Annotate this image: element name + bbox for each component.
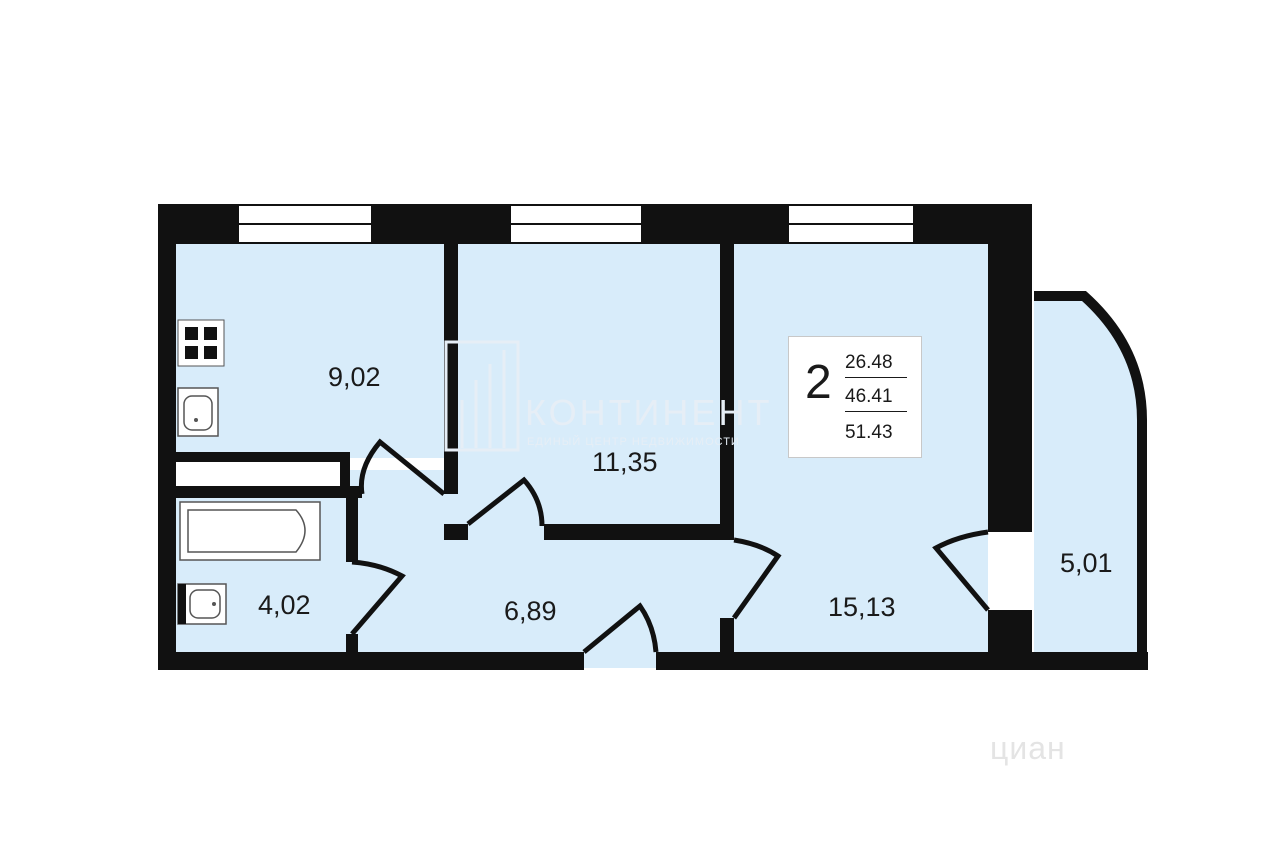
bathtub-icon [179, 501, 321, 561]
wall-top-2 [372, 204, 510, 244]
room-area-balcony: 5,01 [1060, 548, 1113, 578]
floor-entrance [584, 652, 656, 668]
wall-bathroom-side [346, 498, 358, 562]
agency-watermark: КОНТИНЕНТ [525, 392, 773, 433]
wall-kitchen-bedroom-stub [444, 524, 468, 540]
total-area: 46.41 [845, 386, 893, 407]
bathroom-sink-icon [177, 583, 227, 625]
balcony-wall [1034, 291, 1147, 656]
doors [350, 438, 990, 654]
wall-bedroom-bottom [544, 524, 734, 540]
door-living-room[interactable] [731, 537, 782, 620]
wall-right-outer [988, 204, 1032, 532]
wall-kitchen-bottom [176, 452, 350, 462]
wall-bottom-left [158, 652, 584, 670]
site-watermark: циан [990, 730, 1066, 766]
wall-storage-side [340, 452, 350, 498]
floor-balcony [1034, 300, 1138, 654]
windows [237, 204, 915, 244]
room-area-bathroom: 4,02 [258, 590, 311, 620]
summary-divider [845, 377, 907, 378]
apartment-summary: 2 26.48 46.41 51.43 [788, 336, 922, 458]
wall-storage-bottom [176, 486, 362, 498]
wall-living-stub [720, 618, 734, 654]
total-area-with-balcony: 51.43 [845, 422, 893, 443]
stove-icon [177, 319, 225, 367]
room-area-living-room: 15,13 [828, 592, 896, 622]
wall-bathroom-side-low [346, 634, 358, 654]
wall-right-lower [988, 610, 1032, 654]
kitchen-sink-icon [177, 387, 219, 437]
door-kitchen[interactable] [358, 438, 446, 496]
walls [158, 204, 1148, 670]
door-entrance[interactable] [582, 602, 659, 654]
door-bathroom[interactable] [350, 559, 406, 636]
room-area-kitchen: 9,02 [328, 362, 381, 392]
agency-watermark-subtitle: ЕДИНЫЙ ЦЕНТР НЕДВИЖИМОСТИ [527, 436, 740, 448]
door-balcony[interactable] [932, 529, 990, 612]
living-area: 26.48 [845, 352, 893, 373]
wall-top-3 [642, 204, 788, 244]
rooms-count: 2 [805, 356, 832, 409]
room-area-bedroom: 11,35 [592, 447, 658, 477]
wall-bottom-right [656, 652, 1148, 670]
room-area-hallway: 6,89 [504, 596, 557, 626]
wall-left [158, 204, 176, 670]
summary-divider [845, 411, 907, 412]
door-bedroom[interactable] [466, 476, 545, 527]
floor-hallway [346, 470, 736, 654]
wall-bedroom-living [720, 244, 734, 540]
agency-logo-icon [444, 340, 520, 452]
